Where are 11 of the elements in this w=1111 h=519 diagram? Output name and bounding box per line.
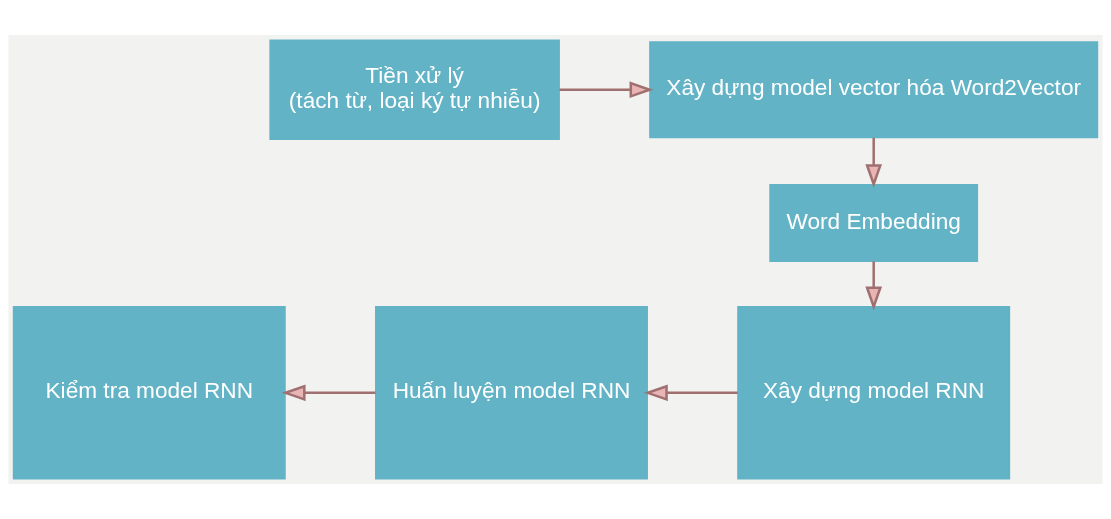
node-box: Huấn luyện model RNN (375, 306, 648, 480)
node-box: Tiền xử lý (tách từ, loại ký tự nhiễu) (269, 39, 560, 140)
node-box: Word Embedding (769, 184, 979, 262)
node-box: Xây dựng model vector hóa Word2Vector (649, 41, 1099, 139)
node-box: Kiểm tra model RNN (12, 306, 286, 480)
arrow (865, 137, 883, 189)
node-box: Xây dựng model RNN (737, 306, 1011, 480)
arrow (559, 81, 654, 99)
arrow (865, 261, 883, 311)
arrow (281, 384, 376, 402)
arrow (643, 384, 738, 402)
